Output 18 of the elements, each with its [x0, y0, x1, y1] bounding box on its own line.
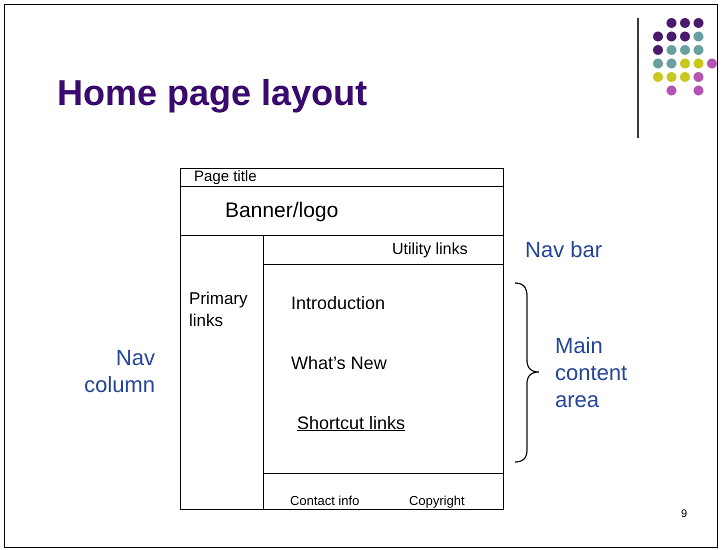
footer-text: Copyright	[409, 493, 465, 508]
page-title-text: Page title	[194, 168, 257, 185]
region-label: Main content area	[555, 332, 628, 413]
section-text: What’s New	[291, 353, 387, 374]
footer-area	[263, 473, 504, 510]
banner-area	[180, 186, 504, 236]
utility-link-text: Utility links	[392, 241, 468, 259]
nav-link-text: Primary links	[189, 288, 249, 332]
region-label: Nav bar	[525, 236, 602, 263]
slide-title: Home page layout	[57, 72, 368, 114]
footer-text: Contact info	[290, 493, 360, 508]
banner-text: Banner/logo	[225, 199, 338, 223]
slide-number: 9	[681, 507, 688, 522]
section-text: Introduction	[291, 293, 386, 314]
region-label: Nav column	[83, 344, 155, 398]
shortcut-link-text: Shortcut links	[297, 413, 406, 434]
page-title-bar	[180, 168, 504, 187]
nav-column	[180, 235, 264, 510]
